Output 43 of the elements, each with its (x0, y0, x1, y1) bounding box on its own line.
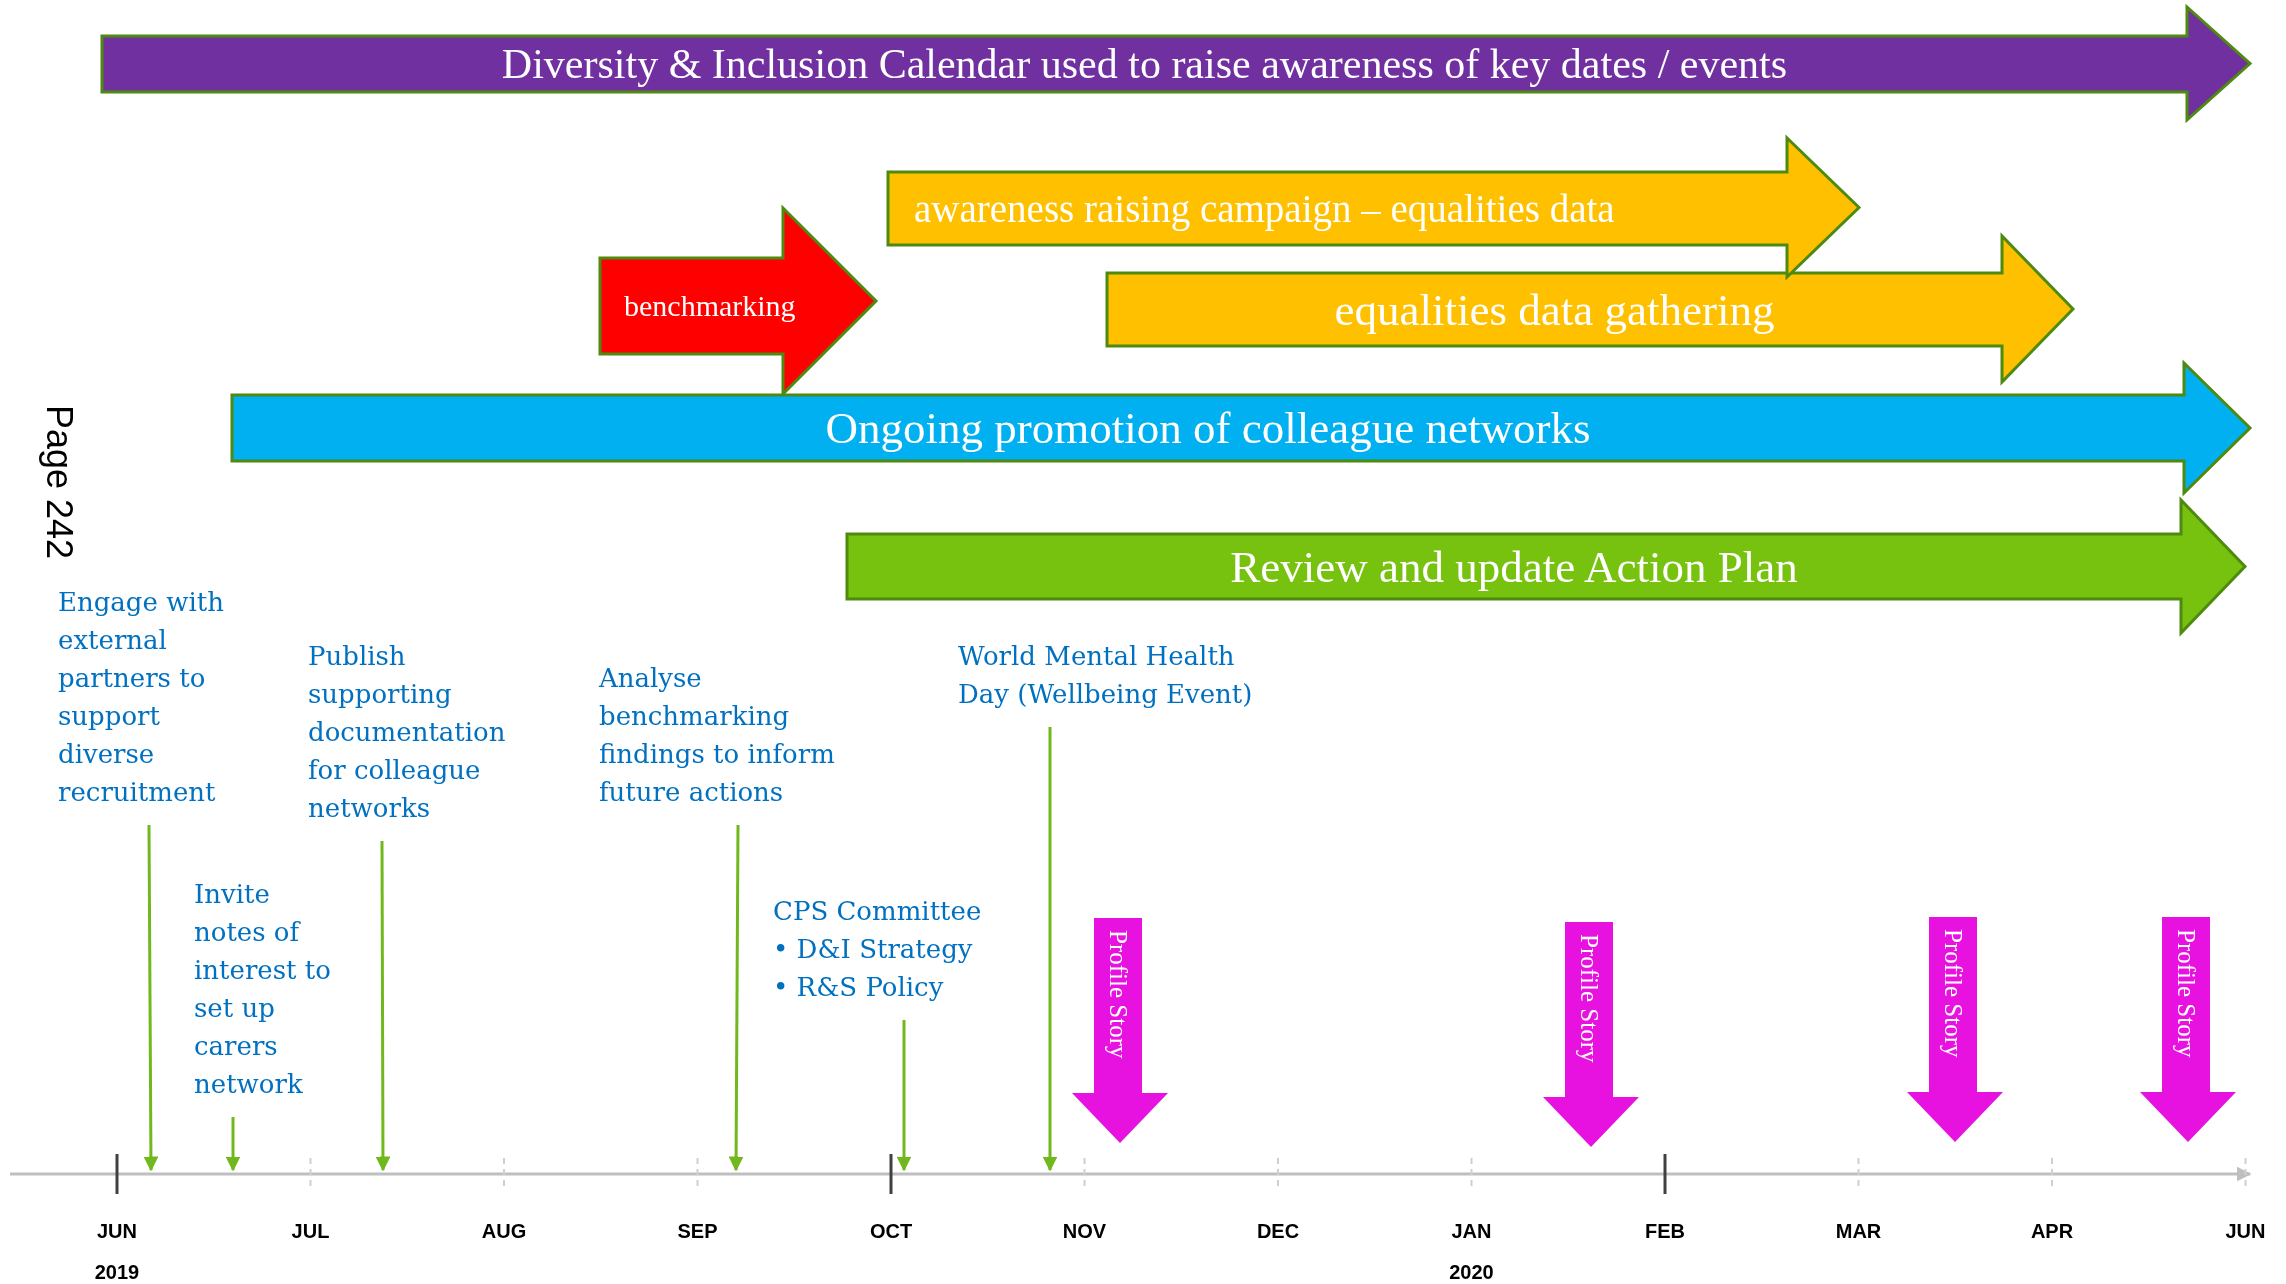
note-text: Publish supporting documentation for colleague networks (308, 640, 507, 825)
note-text: Analyse benchmarking findings to inform future actions (599, 662, 836, 809)
arrow (375, 841, 391, 1172)
month-label: DEC (1256, 1220, 1300, 1243)
month-label: AUG (481, 1220, 527, 1243)
page-number: Page 242 (38, 405, 80, 560)
note-text: Invite notes of interest to set up carers network (194, 878, 332, 1101)
note-text: Engage with external partners to support diverse recruitment (58, 586, 225, 809)
down-arrow (1907, 917, 2003, 1142)
month-label: FEB (1645, 1220, 1685, 1243)
month-label: SEP (677, 1220, 718, 1243)
month-label: JUN (97, 1220, 137, 1243)
arrow-text: Profile Story (1104, 930, 1133, 1059)
note-text: CPS Committee (773, 895, 983, 928)
year-label: 2019 (94, 1261, 140, 1284)
month-label: JAN (1451, 1220, 1492, 1243)
down-arrow (1072, 918, 1168, 1143)
bullet-item: • R&S Policy (773, 971, 945, 1004)
arrow-text: Profile Story (1575, 934, 1604, 1063)
arrow-text: Profile Story (2172, 929, 2201, 1058)
arrow (1042, 727, 1058, 1172)
note-text: World Mental Health Day (Wellbeing Event) (958, 640, 1254, 711)
banner-text: benchmarking (624, 289, 796, 323)
arrow (896, 1020, 912, 1172)
arrow-text: Profile Story (1939, 929, 1968, 1058)
banner-text: awareness raising campaign – equalities data (914, 186, 1615, 231)
banner-text: Diversity & Inclusion Calendar used to raise awareness of key dates / events (501, 40, 1788, 88)
arrow (143, 825, 159, 1172)
arrow (728, 825, 744, 1172)
banner-text: Review and update Action Plan (1230, 540, 1798, 593)
month-label: APR (2030, 1220, 2074, 1243)
bullet-item: • D&I Strategy (773, 933, 974, 966)
month-label: JUN (2225, 1220, 2266, 1243)
month-label: NOV (1062, 1220, 1107, 1243)
month-label: JUL (291, 1220, 330, 1243)
banner-text: Ongoing promotion of colleague networks (825, 402, 1591, 454)
year-label: 2020 (1449, 1261, 1494, 1284)
down-arrow (1543, 922, 1639, 1147)
month-label: MAR (1835, 1220, 1882, 1243)
month-label: OCT (869, 1220, 913, 1243)
banner-text: equalities data gathering (1334, 283, 1775, 336)
down-arrow (2140, 917, 2236, 1142)
arrow (225, 1117, 241, 1172)
